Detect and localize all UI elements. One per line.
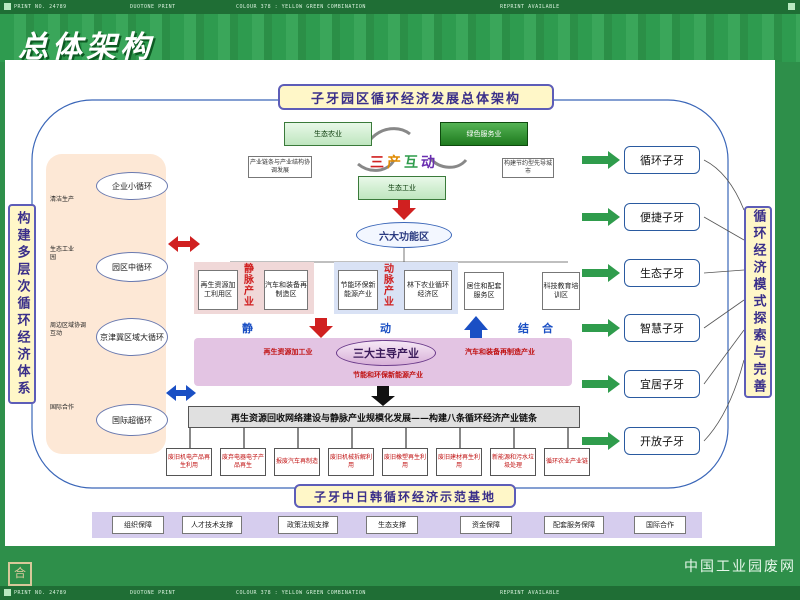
chain-box: 废旧机电产品再生利用 (166, 448, 212, 476)
curved-arrow (368, 127, 411, 142)
level-ellipse: 国际超循环 (96, 404, 168, 436)
right-item-box: 生态子牙 (624, 259, 700, 287)
printbar-reprint: REPRINT AVAILABLE (500, 590, 560, 596)
slide-title: 总体架构 (18, 30, 154, 65)
green-arrow (582, 432, 620, 450)
level-ellipse: 京津冀区域大循环 (96, 318, 168, 356)
black-down-arrow (371, 386, 395, 406)
decorative-stripe (0, 14, 800, 62)
printbar-number: PRINT NO. 24789 (14, 4, 67, 10)
top-print-band (0, 0, 800, 14)
corner-square (4, 589, 11, 596)
support-box: 国际合作 (634, 516, 686, 534)
support-box: 配套服务保障 (544, 516, 604, 534)
right-item-box: 开放子牙 (624, 427, 700, 455)
printbar-duotone: DUOTONE PRINT (130, 590, 176, 596)
support-box: 人才技术支撑 (182, 516, 242, 534)
green-arrow (582, 151, 620, 169)
forest-agri-zone-box: 林下农业循环经济区 (404, 270, 452, 310)
education-zone-box: 科技教育培训区 (542, 272, 580, 310)
logo-icon: 合 (8, 562, 32, 586)
main-title: 子牙园区循环经济发展总体架构 (278, 84, 554, 110)
chan-char: 产 (387, 155, 404, 171)
left-vertical-title: 构建多层次循环经济体系 (8, 204, 36, 404)
jie-char: 结 (518, 322, 529, 335)
level-ellipse: 园区中循环 (96, 252, 168, 282)
watermark-text: 中国工业园废网 (684, 559, 796, 575)
chain-title: 再生资源回收网络建设与静脉产业规模化发展——构建八条循环经济产业链条 (188, 406, 580, 428)
green-energy-zone-box: 节能环保新能源产业 (338, 270, 378, 310)
he-char: 合 (542, 322, 553, 335)
level-side-label: 清洁生产 (50, 196, 75, 203)
printbar-reprint: REPRINT AVAILABLE (500, 4, 560, 10)
right-vertical-title: 循环经济模式探索与完善 (744, 206, 772, 398)
recycling-zone-box: 再生资源加工利用区 (198, 270, 238, 310)
six-function-zones: 六大功能区 (356, 222, 452, 248)
hu-char: 互 (404, 155, 421, 171)
red-down-arrow (309, 318, 333, 338)
residential-zone-box: 居住和配套服务区 (464, 272, 504, 310)
dong-char: 动 (380, 322, 391, 335)
chain-box: 废旧建材再生利用 (436, 448, 482, 476)
right-item-box: 宜居子牙 (624, 370, 700, 398)
jingmai-label: 静脉产业 (244, 264, 254, 308)
pilot-city-note: 构建节约型先导城市 (502, 158, 554, 178)
curved-arrow (357, 159, 396, 172)
three-main-industries: 三大主导产业 (336, 340, 436, 366)
chain-box: 废旧机械拆解利用 (328, 448, 374, 476)
chain-box: 新能源和污水垃圾处理 (490, 448, 536, 476)
green-arrow (582, 375, 620, 393)
green-arrow (582, 319, 620, 337)
demo-base-title: 子牙中日韩循环经济示范基地 (294, 484, 516, 508)
printbar-number: PRINT NO. 24789 (14, 590, 67, 596)
san-char: 三 (370, 155, 387, 171)
corner-square (4, 3, 11, 10)
printbar-duotone: DUOTONE PRINT (130, 4, 176, 10)
left-level-zone (46, 154, 166, 454)
eco-industry-box: 生态工业 (358, 176, 446, 200)
right-item-box: 便捷子牙 (624, 203, 700, 231)
corner-square (788, 3, 795, 10)
energy-saving-industry: 节能和环保新能源产业 (353, 371, 423, 379)
right-item-box: 智慧子牙 (624, 314, 700, 342)
green-arrow (582, 264, 620, 282)
recycling-industry: 再生资源加工业 (263, 348, 313, 356)
green-arrow (582, 208, 620, 226)
level-side-label: 周边区域协调互动 (50, 322, 87, 337)
blue-double-arrow (166, 385, 196, 401)
three-industries-interaction: 三产互动 (370, 152, 438, 172)
right-arrows (582, 151, 620, 450)
right-item-box: 循环子牙 (624, 146, 700, 174)
chain-box: 报废汽车再制造 (274, 448, 320, 476)
coordination-note: 产业链条与产业结构协调发展 (248, 156, 312, 178)
red-down-arrow (392, 200, 416, 220)
jing-char: 静 (242, 322, 253, 335)
printbar-colour: COLOUR 378 : YELLOW GREEN COMBINATION (236, 4, 366, 10)
remanufacturing-industry: 汽车和装备再制造产业 (465, 348, 535, 356)
chain-box: 循环农业产业链 (544, 448, 590, 476)
dong-char: 动 (421, 155, 438, 171)
support-box: 生态支撑 (366, 516, 418, 534)
dongmai-label: 动脉产业 (384, 264, 394, 308)
curved-arrow (428, 156, 468, 169)
level-ellipse: 企业小循环 (96, 172, 168, 200)
printbar-colour: COLOUR 378 : YELLOW GREEN COMBINATION (236, 590, 366, 596)
support-box: 组织保障 (112, 516, 164, 534)
bottom-print-band (0, 586, 800, 600)
support-box: 资金保障 (460, 516, 512, 534)
level-side-label: 生态工业园 (50, 246, 75, 261)
chain-box: 废弃电器电子产品再生 (220, 448, 266, 476)
chain-box: 废旧橡塑再生利用 (382, 448, 428, 476)
red-double-arrow (168, 236, 200, 252)
green-service-box: 绿色服务业 (440, 122, 528, 146)
remanufacturing-zone-box: 汽车和装备再制造区 (264, 270, 308, 310)
eco-agriculture-box: 生态农业 (284, 122, 372, 146)
blue-up-arrow (464, 316, 488, 338)
level-side-label: 国际合作 (50, 404, 75, 411)
support-box: 政策法规支撑 (278, 516, 338, 534)
